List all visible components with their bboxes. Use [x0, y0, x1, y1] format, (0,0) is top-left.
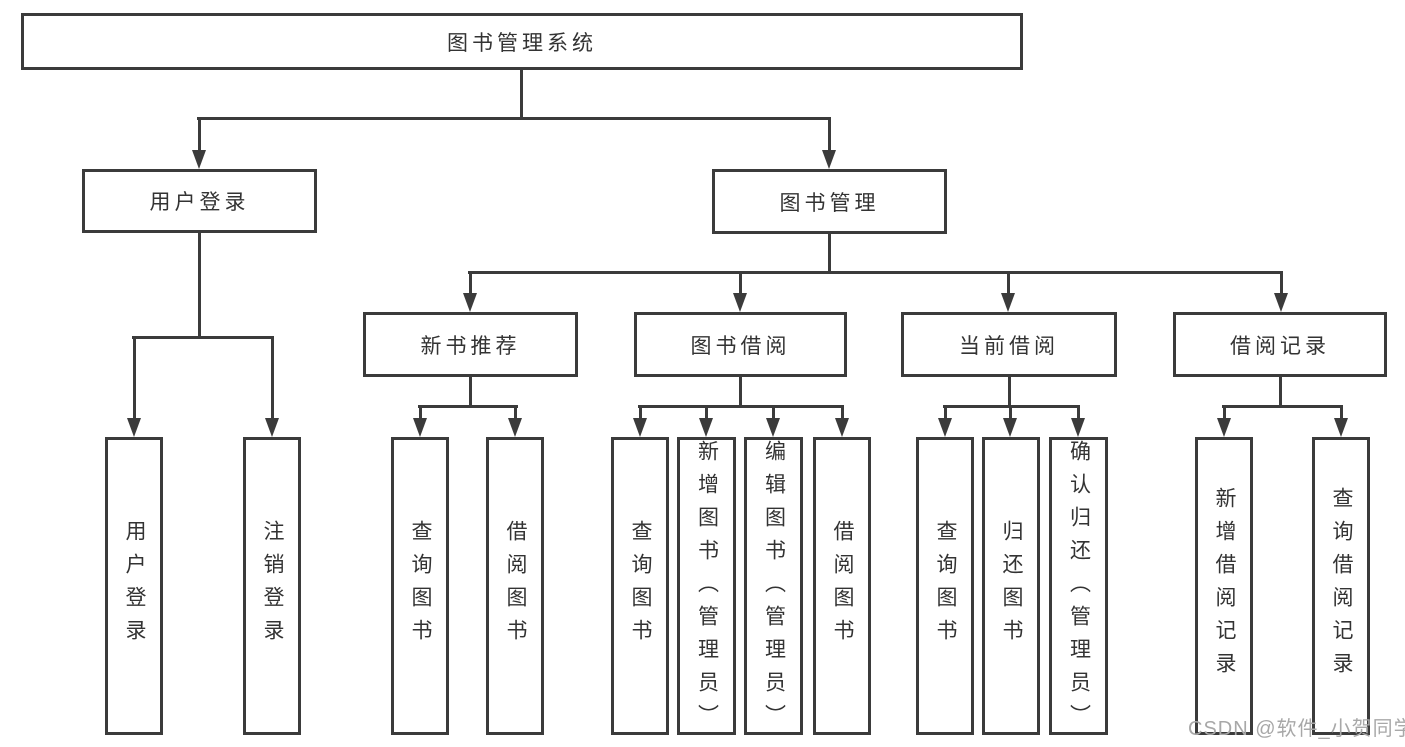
arrow-to-cb-confirm-shaft: [1077, 408, 1080, 422]
leaf-borrow-borrow-books: 借阅图书: [813, 437, 871, 735]
arrow-to-new-book-recommend-shaft: [469, 274, 472, 297]
arrow-to-current-borrow-head: [1001, 293, 1015, 312]
leaf-rec-borrow-books: 借阅图书: [486, 437, 544, 735]
leaf-current-query-books: 查询图书: [916, 437, 974, 735]
arrow-to-borrow-records-shaft: [1280, 274, 1283, 297]
arrow-to-rec-borrow-shaft: [514, 408, 517, 422]
arrow-to-leaf-logout-head: [265, 418, 279, 437]
connector-current-borrow-stub: [1008, 377, 1011, 408]
arrow-to-book-borrow-shaft: [739, 274, 742, 297]
arrow-to-rec-query-shaft: [419, 408, 422, 422]
leaf-borrow-query-books: 查询图书: [611, 437, 669, 735]
arrow-to-cb-return-shaft: [1009, 408, 1012, 422]
leaf-user-login: 用户登录: [105, 437, 163, 735]
arrow-to-book-management-head: [822, 150, 836, 169]
arrow-to-bb-add-head: [699, 418, 713, 437]
connector-book-management-bar: [468, 271, 1283, 274]
connector-new-book-recommend-bar: [418, 405, 518, 408]
arrow-to-cb-query-head: [938, 418, 952, 437]
connector-root-stub: [520, 70, 523, 120]
connector-user-login-bar: [132, 336, 274, 339]
arrow-to-bb-edit-head: [766, 418, 780, 437]
leaf-current-return-books: 归还图书: [982, 437, 1040, 735]
arrow-to-br-query-head: [1334, 418, 1348, 437]
arrow-to-user-login-head: [192, 150, 206, 169]
arrow-to-bb-borrow-shaft: [841, 408, 844, 422]
arrow-to-rec-borrow-head: [508, 418, 522, 437]
watermark-text: CSDN @软件_小贺同学: [1188, 718, 1405, 740]
arrow-to-leaf-logout-shaft: [271, 339, 274, 421]
connector-current-borrow-bar: [943, 405, 1080, 408]
connector-book-borrow-bar: [638, 405, 844, 408]
arrow-to-bb-query-head: [633, 418, 647, 437]
arrow-to-bb-edit-shaft: [772, 408, 775, 422]
arrow-to-book-management-shaft: [828, 120, 831, 153]
arrow-to-br-add-head: [1217, 418, 1231, 437]
arrow-to-br-query-shaft: [1340, 408, 1343, 422]
node-user-login: 用户登录: [82, 169, 317, 233]
arrow-to-cb-confirm-head: [1071, 418, 1085, 437]
leaf-logout: 注销登录: [243, 437, 301, 735]
arrow-to-current-borrow-shaft: [1007, 274, 1010, 297]
node-root-title: 图书管理系统: [21, 13, 1023, 70]
node-book-management: 图书管理: [712, 169, 947, 234]
arrow-to-new-book-recommend-head: [463, 293, 477, 312]
connector-book-borrow-stub: [739, 377, 742, 408]
connector-book-management-stub: [828, 234, 831, 274]
connector-borrow-records-stub: [1279, 377, 1282, 408]
arrow-to-borrow-records-head: [1274, 293, 1288, 312]
leaf-records-query-record: 查询借阅记录: [1312, 437, 1370, 735]
arrow-to-book-borrow-head: [733, 293, 747, 312]
connector-new-book-recommend-stub: [469, 377, 472, 408]
node-current-borrow: 当前借阅: [901, 312, 1117, 377]
arrow-to-bb-query-shaft: [639, 408, 642, 422]
node-book-borrow: 图书借阅: [634, 312, 847, 377]
arrow-to-bb-add-shaft: [705, 408, 708, 422]
node-new-book-recommend: 新书推荐: [363, 312, 578, 377]
arrow-to-rec-query-head: [413, 418, 427, 437]
leaf-borrow-add-books-admin: 新增图书（管理员）: [677, 437, 736, 737]
leaf-rec-query-books: 查询图书: [391, 437, 449, 735]
arrow-to-leaf-user-login-shaft: [133, 339, 136, 421]
arrow-to-cb-return-head: [1003, 418, 1017, 437]
arrow-to-cb-query-shaft: [944, 408, 947, 422]
leaf-borrow-edit-books-admin: 编辑图书（管理员）: [744, 437, 803, 737]
arrow-to-leaf-user-login-head: [127, 418, 141, 437]
connector-root-bar: [197, 117, 831, 120]
connector-user-login-stub: [198, 233, 201, 339]
arrow-to-br-add-shaft: [1223, 408, 1226, 422]
node-borrow-records: 借阅记录: [1173, 312, 1387, 377]
leaf-records-add-record: 新增借阅记录: [1195, 437, 1253, 735]
leaf-current-confirm-return-admin: 确认归还（管理员）: [1049, 437, 1108, 737]
arrow-to-bb-borrow-head: [835, 418, 849, 437]
arrow-to-user-login-shaft: [198, 120, 201, 153]
connector-borrow-records-bar: [1222, 405, 1343, 408]
